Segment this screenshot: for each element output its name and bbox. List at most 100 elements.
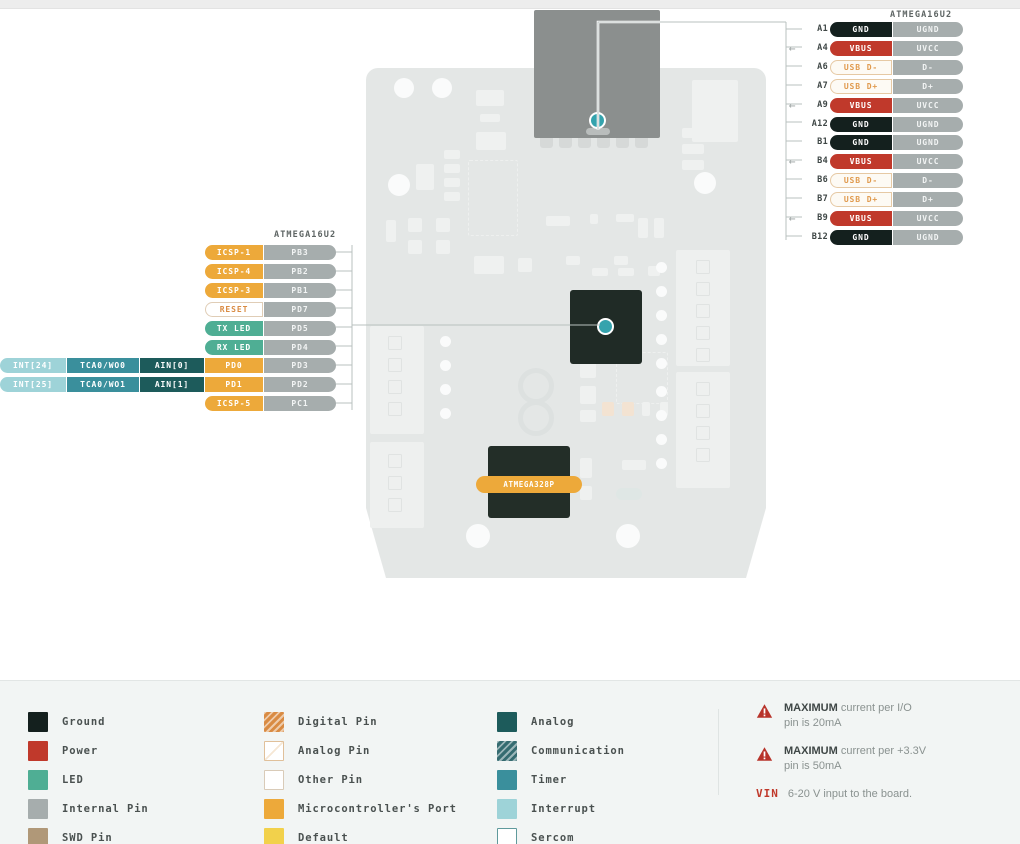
pin-port-cell[interactable]: PB1 [264, 282, 336, 298]
pin-port-cell[interactable]: PD5 [264, 320, 336, 336]
usb-tooth [597, 138, 610, 148]
smd-pad [476, 132, 506, 150]
legend-item: Analog [497, 707, 625, 736]
pin-function-cell[interactable]: GND [830, 229, 892, 245]
legend-divider [718, 709, 719, 795]
pin-function-cell[interactable]: TCA0/WO1 [67, 377, 139, 393]
pin-function-cell[interactable]: INT[25] [0, 377, 66, 393]
header-pad [696, 348, 710, 362]
pin-port-cell[interactable]: UGND [893, 229, 963, 245]
pin-port-cell[interactable]: PB3 [264, 245, 336, 260]
pin-function-cell[interactable]: AIN[0] [140, 358, 204, 374]
pin-port-cell[interactable]: PD3 [264, 358, 336, 374]
pin-function-cell[interactable]: GND [830, 116, 892, 132]
smd-pad [622, 460, 646, 470]
pin-function-cell[interactable]: VBUS [830, 97, 892, 113]
pin-function-cell[interactable]: AIN[1] [140, 377, 204, 393]
legend-label: Microcontroller's Port [298, 802, 457, 815]
pin-row[interactable]: USB D-D- [830, 173, 963, 189]
legend-item: Ground [28, 707, 149, 736]
smd-pad [476, 90, 504, 106]
solder-dot [656, 358, 667, 369]
pin-port-cell[interactable]: PD2 [264, 377, 336, 393]
legend-item: Other Pin [264, 765, 457, 794]
usb-tooth [559, 138, 572, 148]
pin-port-cell[interactable]: PB2 [264, 263, 336, 279]
pin-port-cell[interactable]: UVCC [893, 211, 963, 226]
header-pad [388, 380, 402, 394]
pin-function-cell[interactable]: RESET [205, 301, 263, 317]
pin-port-cell[interactable]: PC1 [264, 396, 336, 412]
pin-function-cell[interactable]: GND [830, 22, 892, 37]
pin-index-label: B6 [817, 175, 828, 186]
pin-port-cell[interactable]: UVCC [893, 154, 963, 170]
solder-dot [656, 386, 667, 397]
pin-function-cell[interactable]: TCA0/WO0 [67, 358, 139, 374]
pin-function-cell[interactable]: INT[24] [0, 358, 66, 374]
pin-function-cell[interactable]: VBUS [830, 211, 892, 226]
pin-function-cell[interactable]: ICSP-1 [205, 245, 263, 260]
pin-function-cell[interactable]: VBUS [830, 154, 892, 170]
smd-pad [580, 410, 596, 422]
pin-port-cell[interactable]: UVCC [893, 40, 963, 56]
pin-port-cell[interactable]: PD4 [264, 339, 336, 355]
pin-function-cell[interactable]: GND [830, 135, 892, 151]
pin-function-cell[interactable]: USB D+ [830, 192, 892, 208]
legend-item: Power [28, 736, 149, 765]
pin-port-cell[interactable]: PD7 [264, 301, 336, 317]
pin-function-cell[interactable]: USB D- [830, 59, 892, 75]
pin-function-cell[interactable]: USB D- [830, 173, 892, 189]
legend-item: Sercom [497, 823, 625, 844]
atmega16u2-highlight-dot [597, 318, 614, 335]
pin-row[interactable]: USB D+D+ [830, 78, 963, 94]
pin-port-cell[interactable]: UVCC [893, 97, 963, 113]
pin-function-cell[interactable]: RX LED [205, 339, 263, 355]
pin-row[interactable]: USB D+D+ [830, 192, 963, 208]
pin-function-cell[interactable]: USB D+ [830, 78, 892, 94]
legend-swatch-otherpin [264, 769, 284, 790]
pin-port-cell[interactable]: UGND [893, 22, 963, 37]
pin-function-cell[interactable]: VBUS [830, 40, 892, 56]
header-pad [696, 304, 710, 318]
pin-port-cell[interactable]: D+ [893, 78, 963, 94]
pin-port-cell[interactable]: D- [893, 59, 963, 75]
smd-pad [436, 218, 450, 232]
pin-port-cell[interactable]: UGND [893, 116, 963, 132]
pin-index-label: A12 [811, 118, 828, 129]
pin-port-cell[interactable]: UGND [893, 135, 963, 151]
pin-function-cell[interactable]: PD1 [205, 377, 263, 393]
pin-function-cell[interactable]: ICSP-4 [205, 263, 263, 279]
smd-pad [682, 144, 704, 154]
pin-function-cell[interactable]: ICSP-3 [205, 282, 263, 298]
smd-pad [622, 402, 634, 416]
smd-pad [616, 214, 634, 222]
header-pad [696, 326, 710, 340]
solder-dot [440, 408, 451, 419]
usb-slot [586, 128, 610, 135]
pin-function-cell[interactable]: TX LED [205, 320, 263, 336]
pin-row[interactable]: USB D-D- [830, 59, 963, 75]
pin-function-cell[interactable]: ICSP-5 [205, 396, 263, 412]
legend-label: Analog [531, 715, 575, 728]
pin-port-cell[interactable]: D- [893, 173, 963, 189]
pin-function-cell[interactable]: PD0 [205, 358, 263, 374]
pin-port-cell[interactable]: D+ [893, 192, 963, 208]
